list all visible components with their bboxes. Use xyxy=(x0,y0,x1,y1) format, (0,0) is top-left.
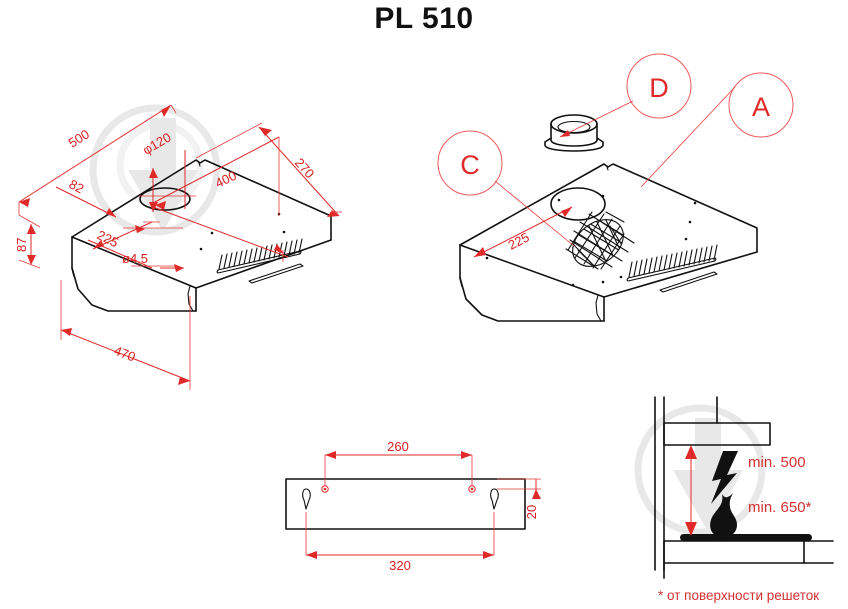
page-title: PL 510 xyxy=(374,2,474,35)
bracket-body xyxy=(285,478,526,530)
callout-c: C xyxy=(437,130,575,247)
callout-d: D xyxy=(559,53,692,138)
dim-470: 470 xyxy=(60,280,191,390)
callout-c-label: C xyxy=(460,150,480,180)
grille-slots-left xyxy=(216,238,303,274)
dim-dia45: ø4,5 xyxy=(122,251,184,272)
clearance-label-gas: min. 650* xyxy=(748,499,812,516)
callout-a-label: A xyxy=(752,92,770,122)
lightning-bolt-icon xyxy=(711,451,738,504)
drawing-top-right: A C D 225 xyxy=(437,53,794,322)
dim-260: 260 xyxy=(324,439,473,486)
clearance-structure xyxy=(654,396,834,579)
hood-body-right xyxy=(459,163,758,322)
clearance-label-electric: min. 500 xyxy=(748,454,806,471)
hood-body-left xyxy=(71,159,332,312)
bracket-keyhole-left xyxy=(302,488,311,510)
dim-label-470: 470 xyxy=(112,343,138,365)
callout-d-label: D xyxy=(649,73,669,103)
duct-collar-ring xyxy=(544,114,604,152)
bracket-hole-right xyxy=(468,485,476,493)
dim-label-320: 320 xyxy=(389,558,411,573)
dim-82: 82 xyxy=(55,176,117,218)
dim-label-20: 20 xyxy=(524,505,539,519)
grease-filter-mesh xyxy=(564,210,635,273)
hob-surface xyxy=(680,534,812,541)
watermark-group xyxy=(89,104,766,536)
clearance-footnote: * от поверхности решеток xyxy=(658,588,819,603)
dim-label-260: 260 xyxy=(387,439,409,454)
exhaust-outlet-hole xyxy=(550,187,606,221)
dim-87: 87 xyxy=(14,214,41,269)
drawing-bottom-right: min. 500 min. 650* * от поверхности реше… xyxy=(654,396,834,603)
clearance-arrow xyxy=(685,445,697,536)
callout-a: A xyxy=(640,72,794,188)
dim-label-dia45: ø4,5 xyxy=(122,251,148,266)
dim-label-500: 500 xyxy=(66,126,92,150)
dim-label-270: 270 xyxy=(292,155,318,181)
dim-label-87: 87 xyxy=(14,238,29,252)
dim-225: 225 xyxy=(87,221,183,269)
watermark-right xyxy=(634,404,766,536)
dim-320: 320 xyxy=(305,512,495,573)
bracket-keyhole-right xyxy=(490,488,499,510)
bracket-hole-left xyxy=(321,485,329,493)
drawing-top-left: 500 270 φ120 400 xyxy=(14,104,342,390)
dim-20: 20 xyxy=(497,478,541,519)
grille-slots-right xyxy=(626,244,718,282)
drawing-bottom-center: 260 320 20 xyxy=(285,439,541,573)
dim-label-82: 82 xyxy=(67,176,87,196)
flame-icon xyxy=(710,493,737,538)
dim-label-225-right: 225 xyxy=(506,229,532,252)
